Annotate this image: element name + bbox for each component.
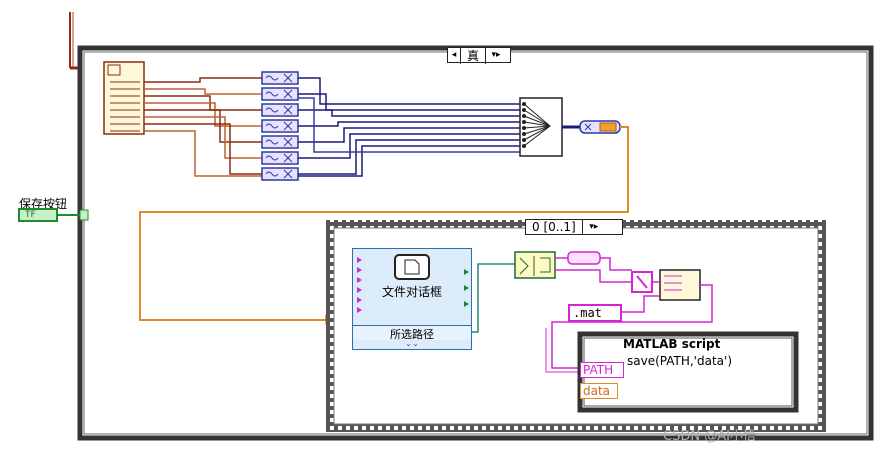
build-array-node: [519, 97, 563, 157]
file-dialog-terminals: [357, 285, 469, 313]
case-selector-label: 真: [460, 46, 487, 64]
file-dialog-node[interactable]: 文件对话框 所选路径 ⌄⌄: [352, 248, 472, 350]
pink-string-wires: [545, 257, 713, 373]
converter-stack: [261, 71, 299, 181]
converter-node: [261, 71, 299, 85]
watermark: CSDN @AI小悟: [663, 429, 756, 444]
selected-path-output[interactable]: 所选路径: [353, 325, 471, 341]
matlab-input-data[interactable]: data: [580, 383, 618, 399]
expand-chevron-icon[interactable]: ⌄⌄: [405, 339, 419, 348]
converter-node: [261, 119, 299, 133]
converter-node: [261, 151, 299, 165]
converter-node: [261, 167, 299, 181]
boolean-wire: [58, 209, 89, 221]
teal-path-wire: [472, 263, 515, 333]
brown-channel-wires: [144, 77, 262, 177]
matlab-script-code[interactable]: save(PATH,'data'): [627, 354, 732, 368]
save-button-label: 保存按钮: [19, 197, 68, 211]
matlab-input-path[interactable]: PATH: [580, 362, 624, 378]
prev-case-button[interactable]: ◂: [451, 50, 457, 60]
sequence-selector-label: 0 [0..1]: [526, 220, 583, 234]
path-to-string-node: [514, 251, 556, 279]
next-frame-button[interactable]: ▾▸: [589, 222, 599, 232]
save-button-terminal[interactable]: TF: [18, 208, 58, 222]
converter-node: [261, 87, 299, 101]
next-case-button[interactable]: ▾▸: [491, 50, 501, 60]
converter-node: [261, 103, 299, 117]
mat-extension-constant[interactable]: .mat: [568, 304, 622, 322]
case-selector[interactable]: ◂ 真 ▾▸: [447, 46, 511, 64]
sequence-selector[interactable]: 0 [0..1] ▾▸: [525, 219, 623, 235]
file-dialog-icon: [357, 254, 469, 283]
navy-array-wires: [298, 77, 522, 177]
matlab-script-title: MATLAB script: [623, 337, 721, 351]
file-dialog-title: 文件对话框: [381, 285, 442, 299]
converter-node: [261, 135, 299, 149]
unbundle-node: [103, 61, 145, 135]
